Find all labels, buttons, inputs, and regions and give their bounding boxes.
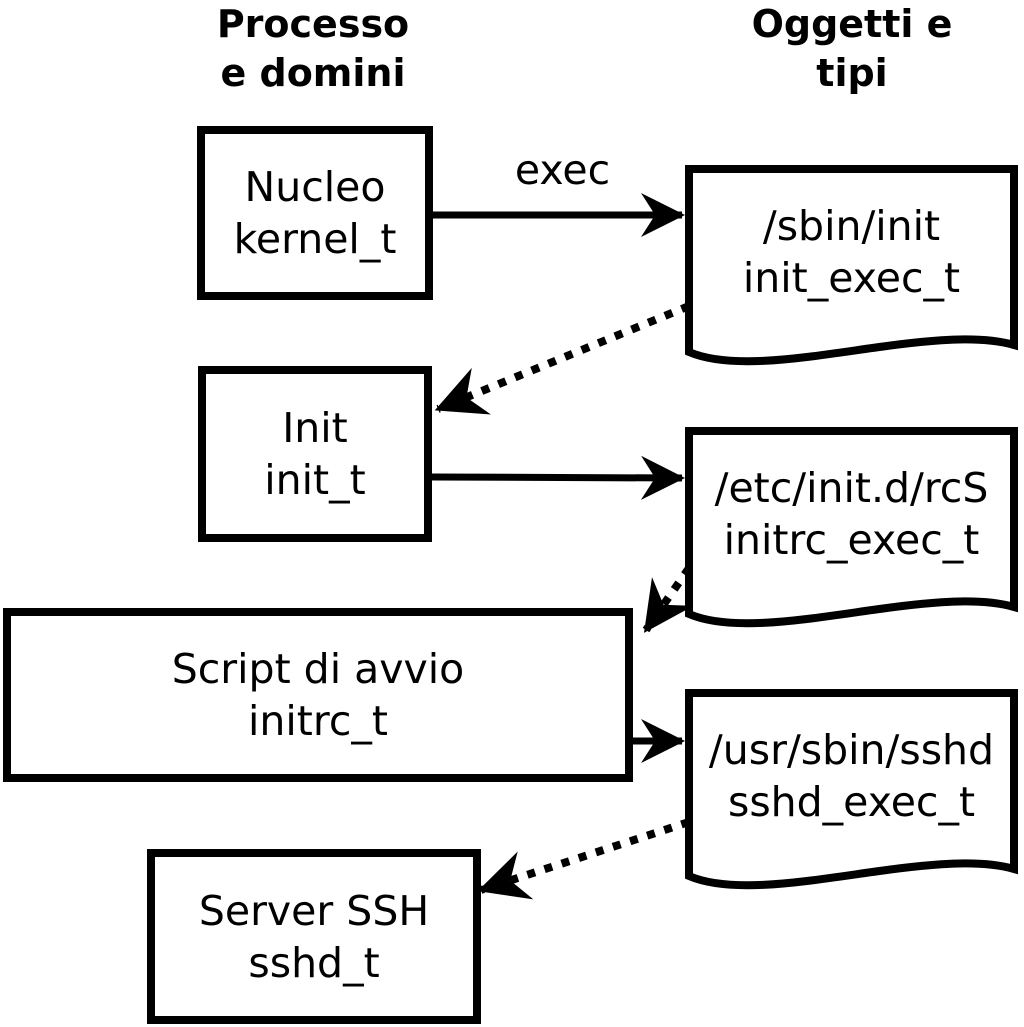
- process-box-initrc: Script di avvio initrc_t: [3, 608, 633, 782]
- column-header-processes: Processo e domini: [216, 2, 410, 95]
- document-shape-initrc-exec: [685, 427, 1018, 628]
- transition-arrow-sshd-exec-to-sshd: [477, 818, 691, 900]
- document-shape-sshd-exec: [685, 689, 1018, 890]
- exec-arrow-init-to-initrc-exec: [431, 455, 686, 500]
- process-label: Script di avvio: [171, 645, 465, 693]
- transition-arrow-init-exec-to-init: [434, 302, 691, 415]
- process-box-sshd: Server SSH sshd_t: [147, 849, 481, 1024]
- exec-arrow-label: exec: [514, 146, 611, 194]
- column-header-objects: Oggetti e tipi: [751, 2, 953, 95]
- process-box-kernel: Nucleo kernel_t: [197, 126, 433, 300]
- process-type: initrc_t: [248, 697, 388, 745]
- process-type: kernel_t: [233, 215, 397, 263]
- transition-arrow-initrc-exec-to-initrc: [642, 565, 694, 633]
- process-label: Init: [282, 404, 348, 452]
- process-label: Server SSH: [198, 886, 430, 935]
- document-shape-init-exec: [685, 165, 1018, 366]
- process-type: init_t: [264, 456, 366, 504]
- process-box-init: Init init_t: [198, 366, 432, 542]
- process-label: Nucleo: [244, 163, 386, 211]
- process-type: sshd_t: [248, 938, 380, 987]
